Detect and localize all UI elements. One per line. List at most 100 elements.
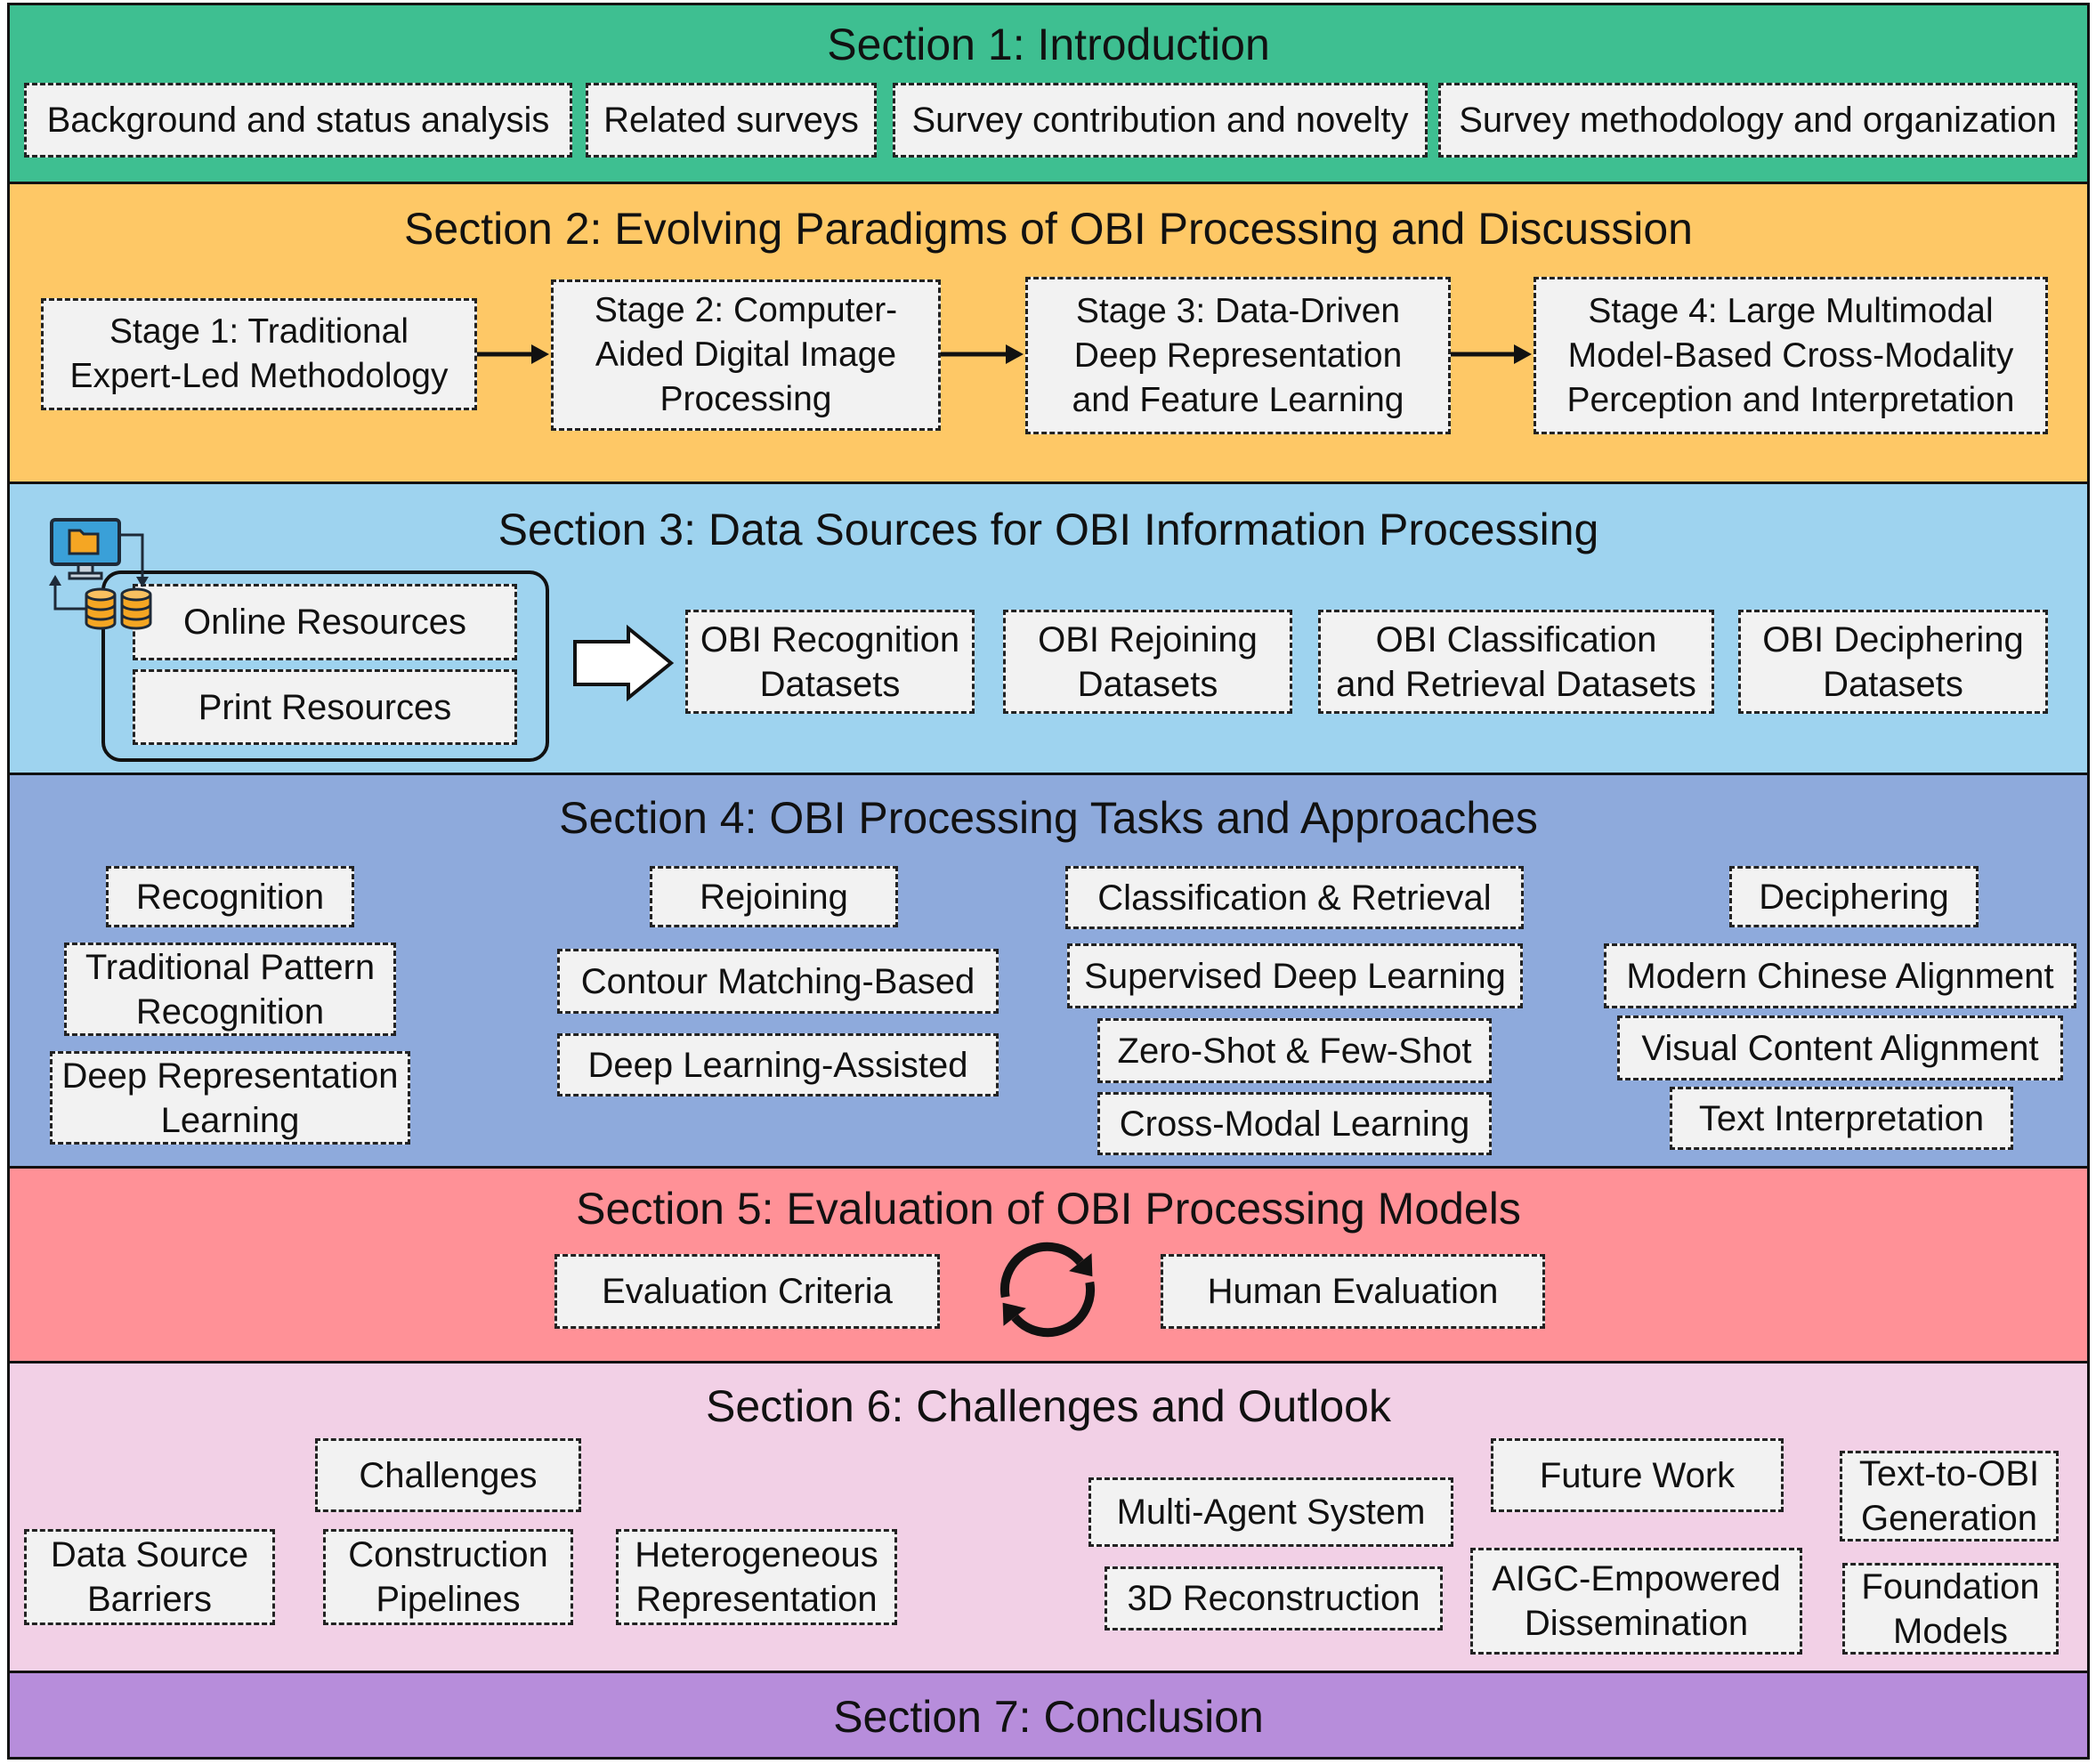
stage-line: Stage 2: Computer-: [594, 291, 898, 329]
intro-item-background: Background and status analysis: [24, 83, 572, 158]
source-label: Print Resources: [198, 687, 452, 727]
approach-line: Modern Chinese Alignment: [1626, 956, 2054, 996]
challenge-line: Representation: [635, 1580, 878, 1619]
future-work-label: Future Work: [1539, 1455, 1736, 1495]
approach-line: Recognition: [135, 991, 325, 1032]
challenge-line: Barriers: [86, 1580, 213, 1619]
future-multi-agent-system: Multi-Agent System: [1088, 1477, 1453, 1547]
dataset-line: OBI Recognition: [700, 619, 960, 659]
intro-item-label: Survey methodology and organization: [1459, 101, 2057, 140]
approach-line: Zero-Shot & Few-Shot: [1117, 1031, 1472, 1071]
dataset-line: OBI Rejoining: [1038, 619, 1258, 659]
intro-item-label: Survey contribution and novelty: [911, 101, 1409, 140]
section-4-title: Section 4: OBI Processing Tasks and Appr…: [559, 793, 1538, 843]
challenge-line: Data Source: [50, 1535, 249, 1574]
challenges-header: Challenges: [315, 1438, 581, 1512]
dataset-line: Datasets: [759, 664, 901, 704]
challenge-data-source-barriers: Data Source Barriers: [24, 1529, 275, 1625]
task-label: Rejoining: [700, 877, 848, 917]
stage-4-box: Stage 4: Large Multimodal Model-Based Cr…: [1534, 277, 2048, 434]
evaluation-label: Evaluation Criteria: [602, 1272, 893, 1311]
task-label: Classification & Retrieval: [1097, 878, 1492, 918]
approach-line: Supervised Deep Learning: [1084, 956, 1506, 996]
future-line: AIGC-Empowered: [1492, 1559, 1781, 1598]
approach-zero-few-shot: Zero-Shot & Few-Shot: [1097, 1018, 1492, 1083]
future-aigc-dissemination: AIGC-Empowered Dissemination: [1470, 1548, 1802, 1655]
task-deciphering: Deciphering: [1729, 866, 1979, 927]
approach-line: Learning: [160, 1100, 300, 1140]
section-3-title: Section 3: Data Sources for OBI Informat…: [498, 505, 1599, 554]
future-line: 3D Reconstruction: [1127, 1579, 1420, 1618]
stage-2-box: Stage 2: Computer- Aided Digital Image P…: [551, 279, 941, 431]
classification-retrieval-datasets-box: OBI Classification and Retrieval Dataset…: [1318, 610, 1714, 714]
section-5-title: Section 5: Evaluation of OBI Processing …: [576, 1184, 1521, 1234]
challenge-line: Construction: [348, 1535, 548, 1574]
approach-text-interpretation: Text Interpretation: [1670, 1087, 2013, 1150]
future-line: Multi-Agent System: [1116, 1493, 1426, 1532]
approach-line: Traditional Pattern: [85, 947, 376, 987]
future-line: Foundation: [1861, 1566, 2040, 1606]
future-work-header: Future Work: [1491, 1438, 1784, 1512]
dataset-line: and Retrieval Datasets: [1336, 664, 1696, 704]
task-recognition: Recognition: [106, 866, 354, 927]
approach-deep-representation-learning: Deep Representation Learning: [50, 1051, 410, 1145]
deciphering-datasets-box: OBI Deciphering Datasets: [1738, 610, 2048, 714]
challenge-construction-pipelines: Construction Pipelines: [323, 1529, 573, 1625]
future-line: Dissemination: [1524, 1604, 1749, 1643]
future-line: Generation: [1861, 1499, 2037, 1538]
dataset-line: Datasets: [1823, 664, 1963, 704]
intro-item-label: Related surveys: [603, 101, 859, 140]
approach-supervised-deep-learning: Supervised Deep Learning: [1067, 943, 1523, 1008]
resources-group: [101, 570, 549, 762]
section-7-band: [7, 1673, 2090, 1760]
future-line: Text-to-OBI: [1858, 1454, 2040, 1493]
stage-line: Processing: [660, 380, 832, 418]
dataset-line: OBI Classification: [1375, 619, 1657, 659]
intro-item-methodology: Survey methodology and organization: [1438, 83, 2077, 158]
section-2-title: Section 2: Evolving Paradigms of OBI Pro…: [404, 204, 1693, 254]
intro-item-label: Background and status analysis: [46, 101, 550, 140]
stage-3-box: Stage 3: Data-Driven Deep Representation…: [1025, 277, 1451, 434]
section-6-title: Section 6: Challenges and Outlook: [706, 1381, 1391, 1431]
approach-line: Text Interpretation: [1698, 1098, 1985, 1138]
approach-cross-modal-learning: Cross-Modal Learning: [1097, 1092, 1492, 1155]
source-label: Online Resources: [183, 603, 466, 642]
approach-modern-chinese-alignment: Modern Chinese Alignment: [1604, 943, 2076, 1008]
task-label: Recognition: [135, 877, 325, 917]
stage-line: Deep Representation: [1073, 336, 1403, 375]
challenge-line: Pipelines: [376, 1580, 521, 1619]
future-text-to-obi-generation: Text-to-OBI Generation: [1840, 1451, 2059, 1541]
stage-line: and Feature Learning: [1072, 380, 1404, 419]
intro-item-related-surveys: Related surveys: [586, 83, 877, 158]
dataset-line: Datasets: [1077, 664, 1218, 704]
task-rejoining: Rejoining: [650, 866, 898, 927]
stage-line: Stage 1: Traditional: [109, 312, 409, 351]
challenge-heterogeneous-representation: Heterogeneous Representation: [616, 1529, 897, 1625]
evaluation-criteria-box: Evaluation Criteria: [554, 1254, 940, 1329]
challenges-label: Challenges: [359, 1455, 538, 1495]
dataset-line: OBI Deciphering: [1762, 619, 2024, 659]
approach-line: Deep Representation: [61, 1056, 399, 1096]
rejoining-datasets-box: OBI Rejoining Datasets: [1003, 610, 1292, 714]
section-1-title: Section 1: Introduction: [827, 20, 1270, 69]
evaluation-label: Human Evaluation: [1207, 1272, 1499, 1311]
approach-line: Cross-Modal Learning: [1119, 1104, 1470, 1144]
stage-1-box: Stage 1: Traditional Expert-Led Methodol…: [41, 298, 477, 410]
approach-visual-content-alignment: Visual Content Alignment: [1617, 1016, 2063, 1080]
human-evaluation-box: Human Evaluation: [1161, 1254, 1545, 1329]
online-resources-box: Online Resources: [133, 584, 517, 660]
intro-item-contribution: Survey contribution and novelty: [893, 83, 1428, 158]
stage-line: Stage 3: Data-Driven: [1075, 291, 1401, 330]
stage-line: Aided Digital Image: [595, 336, 897, 374]
approach-deep-learning-assisted: Deep Learning-Assisted: [557, 1033, 999, 1096]
approach-traditional-pattern-recognition: Traditional Pattern Recognition: [64, 943, 396, 1036]
stage-line: Stage 4: Large Multimodal: [1588, 291, 1994, 330]
approach-line: Deep Learning-Assisted: [587, 1045, 968, 1085]
future-3d-reconstruction: 3D Reconstruction: [1105, 1566, 1443, 1630]
approach-contour-matching: Contour Matching-Based: [557, 949, 999, 1014]
stage-line: Model-Based Cross-Modality: [1567, 336, 2014, 375]
stage-line: Expert-Led Methodology: [69, 357, 449, 395]
future-line: Models: [1893, 1611, 2008, 1651]
approach-line: Visual Content Alignment: [1641, 1028, 2039, 1068]
